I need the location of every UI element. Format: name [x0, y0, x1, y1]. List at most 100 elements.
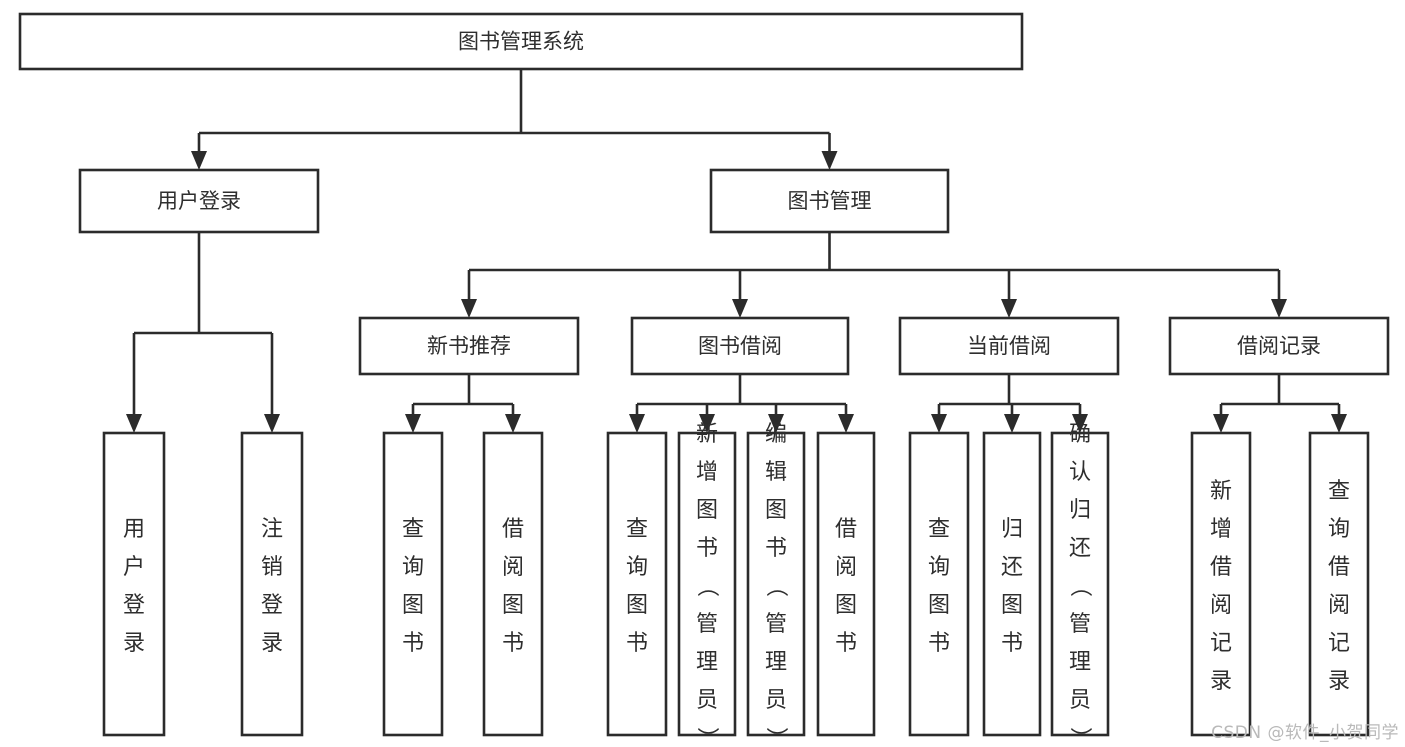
node-leaf-query-book-3-char: 询: [928, 555, 950, 580]
arrowhead-icon: [931, 414, 947, 433]
node-book-manage-rect: [709, 168, 950, 234]
node-leaf-add-book-char: 管: [696, 612, 718, 637]
node-leaf-borrow-book-1-char: 书: [502, 631, 524, 656]
node-user-login-rect: [78, 168, 320, 234]
node-leaf-add-book-char: 书: [696, 536, 718, 561]
node-leaf-confirm-return-char: 还: [1069, 536, 1091, 561]
arrowhead-icon: [1213, 414, 1229, 433]
node-leaf-add-book-char: 理: [696, 650, 718, 675]
node-leaf-return-book-char: 还: [1001, 555, 1023, 580]
arrowhead-icon: [699, 414, 715, 433]
node-leaf-add-book-char: （: [694, 575, 719, 597]
node-new-book-recommend-label: 新书推荐: [427, 334, 511, 358]
node-leaf-query-book-2-char: 书: [626, 631, 648, 656]
node-leaf-add-record-rect: [1190, 431, 1252, 737]
node-leaf-user-login[interactable]: 用户登录: [102, 431, 166, 737]
node-new-book-recommend-rect: [358, 316, 580, 376]
node-leaf-add-book-char: 增: [696, 460, 718, 485]
node-leaf-add-book-char: 员: [696, 688, 718, 713]
node-leaf-edit-book-char: 书: [765, 536, 787, 561]
arrowhead-icon: [732, 299, 748, 318]
arrowhead-icon: [461, 299, 477, 318]
node-leaf-query-book-1-char: 书: [402, 631, 424, 656]
arrowhead-icon: [629, 414, 645, 433]
node-leaf-query-book-3-rect: [908, 431, 970, 737]
node-borrow-record[interactable]: 借阅记录: [1168, 316, 1390, 376]
node-leaf-add-book-char: 新: [696, 422, 718, 447]
arrowhead-icon: [1331, 414, 1347, 433]
node-leaf-user-login-rect: [102, 431, 166, 737]
node-leaf-query-record-char: 借: [1328, 555, 1350, 580]
node-leaf-borrow-book-2-char: 阅: [835, 555, 857, 580]
node-leaf-query-book-3-char: 查: [928, 517, 950, 542]
node-leaf-query-record-rect: [1308, 431, 1370, 737]
csdn-watermark: CSDN @软件_小贺同学: [1211, 723, 1399, 743]
connector-edges: [126, 69, 1347, 433]
node-leaf-borrow-book-2-rect: [816, 431, 876, 737]
node-leaf-borrow-book-1-rect: [482, 431, 544, 737]
node-leaf-user-login-char: 用: [123, 517, 145, 542]
node-leaf-query-book-3-char: 图: [928, 593, 950, 618]
arrowhead-icon: [1072, 414, 1088, 433]
node-leaf-query-book-1-char: 询: [402, 555, 424, 580]
node-leaf-confirm-return-char: 管: [1069, 612, 1091, 637]
arrowhead-icon: [1271, 299, 1287, 318]
node-book-manage[interactable]: 图书管理: [709, 168, 950, 234]
node-leaf-user-logout-rect: [240, 431, 304, 737]
node-leaf-edit-book-char: 编: [765, 422, 787, 447]
node-leaf-add-record-char: 增: [1210, 517, 1232, 542]
node-leaf-edit-book-char: ）: [763, 727, 788, 747]
node-book-borrow[interactable]: 图书借阅: [630, 316, 850, 376]
node-leaf-borrow-book-1-char: 借: [502, 517, 524, 542]
node-user-login-label: 用户登录: [157, 189, 241, 213]
node-leaf-edit-book-char: 理: [765, 650, 787, 675]
node-leaf-edit-book-char: 辑: [765, 460, 787, 485]
node-user-login[interactable]: 用户登录: [78, 168, 320, 234]
node-leaf-query-book-1-char: 图: [402, 593, 424, 618]
arrowhead-icon: [505, 414, 521, 433]
node-new-book-recommend[interactable]: 新书推荐: [358, 316, 580, 376]
node-root[interactable]: 图书管理系统: [18, 12, 1024, 71]
node-boxes: 图书管理系统用户登录图书管理新书推荐图书借阅当前借阅借阅记录用户登录注销登录查询…: [18, 12, 1390, 747]
node-leaf-confirm-return-char: 归: [1069, 498, 1091, 523]
node-leaf-borrow-book-2-char: 图: [835, 593, 857, 618]
node-leaf-add-book-char: 图: [696, 498, 718, 523]
node-leaf-query-record-char: 阅: [1328, 593, 1350, 618]
node-leaf-query-record-char: 询: [1328, 517, 1350, 542]
node-leaf-confirm-return-char: （: [1067, 575, 1092, 597]
node-leaf-borrow-book-2-char: 借: [835, 517, 857, 542]
node-leaf-return-book-char: 书: [1001, 631, 1023, 656]
node-leaf-edit-book-rect: [746, 431, 806, 737]
node-leaf-query-book-3-char: 书: [928, 631, 950, 656]
node-leaf-user-logout-char: 销: [261, 555, 283, 580]
node-leaf-confirm-return-char: 员: [1069, 688, 1091, 713]
node-leaf-return-book-char: 图: [1001, 593, 1023, 618]
node-leaf-query-book-2-char: 图: [626, 593, 648, 618]
node-current-borrow[interactable]: 当前借阅: [898, 316, 1120, 376]
node-book-borrow-label: 图书借阅: [698, 334, 782, 358]
arrowhead-icon: [191, 151, 207, 170]
node-current-borrow-label: 当前借阅: [967, 334, 1051, 358]
node-leaf-borrow-book-1-char: 阅: [502, 555, 524, 580]
node-leaf-add-book-char: ）: [694, 727, 719, 747]
node-leaf-user-login-char: 登: [123, 593, 145, 618]
node-leaf-add-record-char: 记: [1210, 631, 1232, 656]
node-leaf-add-book-rect: [677, 431, 737, 737]
node-borrow-record-rect: [1168, 316, 1390, 376]
node-leaf-query-record-char: 录: [1328, 669, 1350, 694]
node-leaf-query-book-2-char: 询: [626, 555, 648, 580]
node-current-borrow-rect: [898, 316, 1120, 376]
